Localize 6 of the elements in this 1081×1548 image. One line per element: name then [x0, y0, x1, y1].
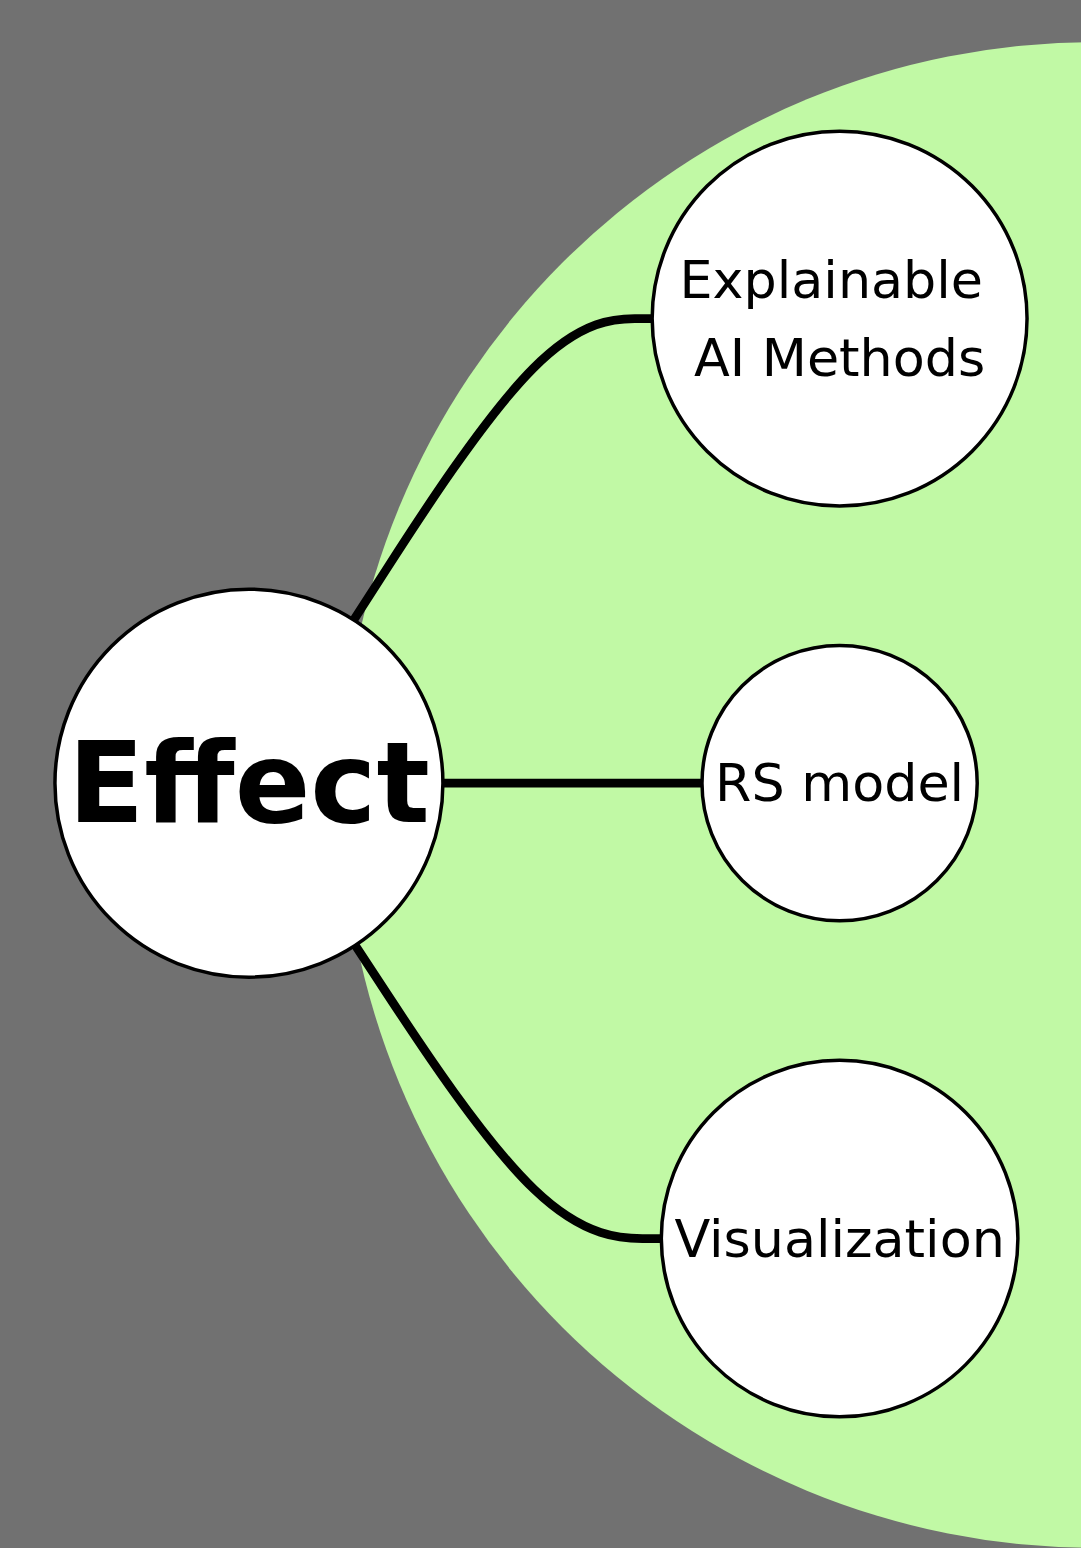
node-circle: Effect [52, 587, 445, 979]
node-circle: RS model [699, 643, 979, 923]
node-circle: Explainable AI Methods [649, 129, 1029, 508]
node-circle: Visualization [659, 1058, 1020, 1419]
connector [351, 943, 661, 1243]
connector [349, 314, 652, 623]
